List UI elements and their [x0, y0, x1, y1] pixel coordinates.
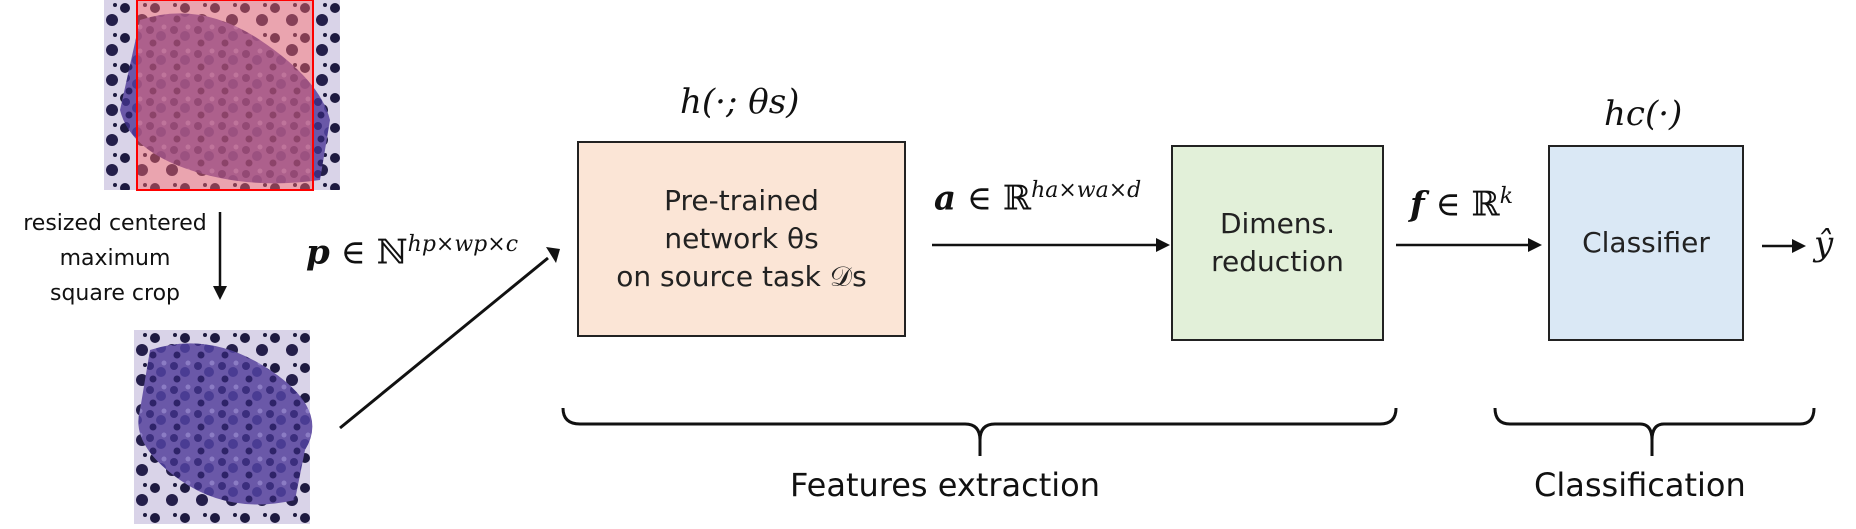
features-brace: [561, 407, 1398, 456]
classifier-box: Classifier: [1548, 145, 1744, 341]
input-symbol: p: [306, 232, 330, 273]
crop-region: [137, 0, 313, 190]
activation-symbol: a: [934, 178, 957, 219]
feature-dims: k: [1499, 184, 1514, 209]
pretrained-fn-label: h(·; θs): [680, 82, 800, 122]
pretrained-line3: on source task 𝒟s: [616, 260, 867, 293]
pretrained-network-box: Pre-trained network θs on source task 𝒟s: [577, 141, 906, 337]
section-classification: Classification: [1534, 466, 1746, 504]
input-variable: p ∈ ℕhp×wp×c: [306, 232, 518, 272]
feature-variable: f ∈ ℝk: [1410, 184, 1513, 224]
dimred-line2: reduction: [1211, 245, 1344, 278]
feature-symbol: f: [1410, 184, 1425, 225]
classification-brace: [1493, 407, 1816, 456]
pretrained-line1: Pre-trained: [664, 184, 819, 217]
activation-variable: a ∈ ℝha×wa×d: [934, 178, 1141, 218]
pretrained-line2: network θs: [664, 222, 819, 255]
feature-arrow: [1396, 238, 1542, 252]
cropped-image: [134, 330, 313, 524]
original-image: [104, 0, 340, 191]
activation-arrow: [932, 238, 1170, 252]
activation-dims: ha×wa×d: [1031, 178, 1142, 203]
activation-domain: ∈ ℝ: [956, 178, 1032, 219]
input-arrow: [339, 247, 560, 430]
dimred-line1: Dimens.: [1219, 207, 1336, 240]
input-dims: hp×wp×c: [407, 232, 519, 257]
crop-caption-line1: resized centered: [23, 211, 207, 236]
crop-caption-line3: square crop: [49, 281, 181, 306]
dimension-reduction-box: Dimens. reduction: [1171, 145, 1384, 341]
crop-caption: resized centered maximum square crop: [10, 206, 220, 311]
output-arrow: [1762, 239, 1806, 253]
input-domain: ∈ ℕ: [329, 232, 408, 273]
crop-outline: [136, 0, 314, 191]
feature-domain: ∈ ℝ: [1424, 184, 1500, 225]
classifier-fn-label: hc(·): [1604, 94, 1683, 134]
section-features-extraction: Features extraction: [790, 466, 1101, 504]
resize-arrow: [213, 212, 227, 300]
output-symbol: ŷ: [1814, 224, 1834, 264]
classifier-label: Classifier: [1582, 226, 1710, 259]
crop-caption-line2: maximum: [59, 246, 171, 271]
